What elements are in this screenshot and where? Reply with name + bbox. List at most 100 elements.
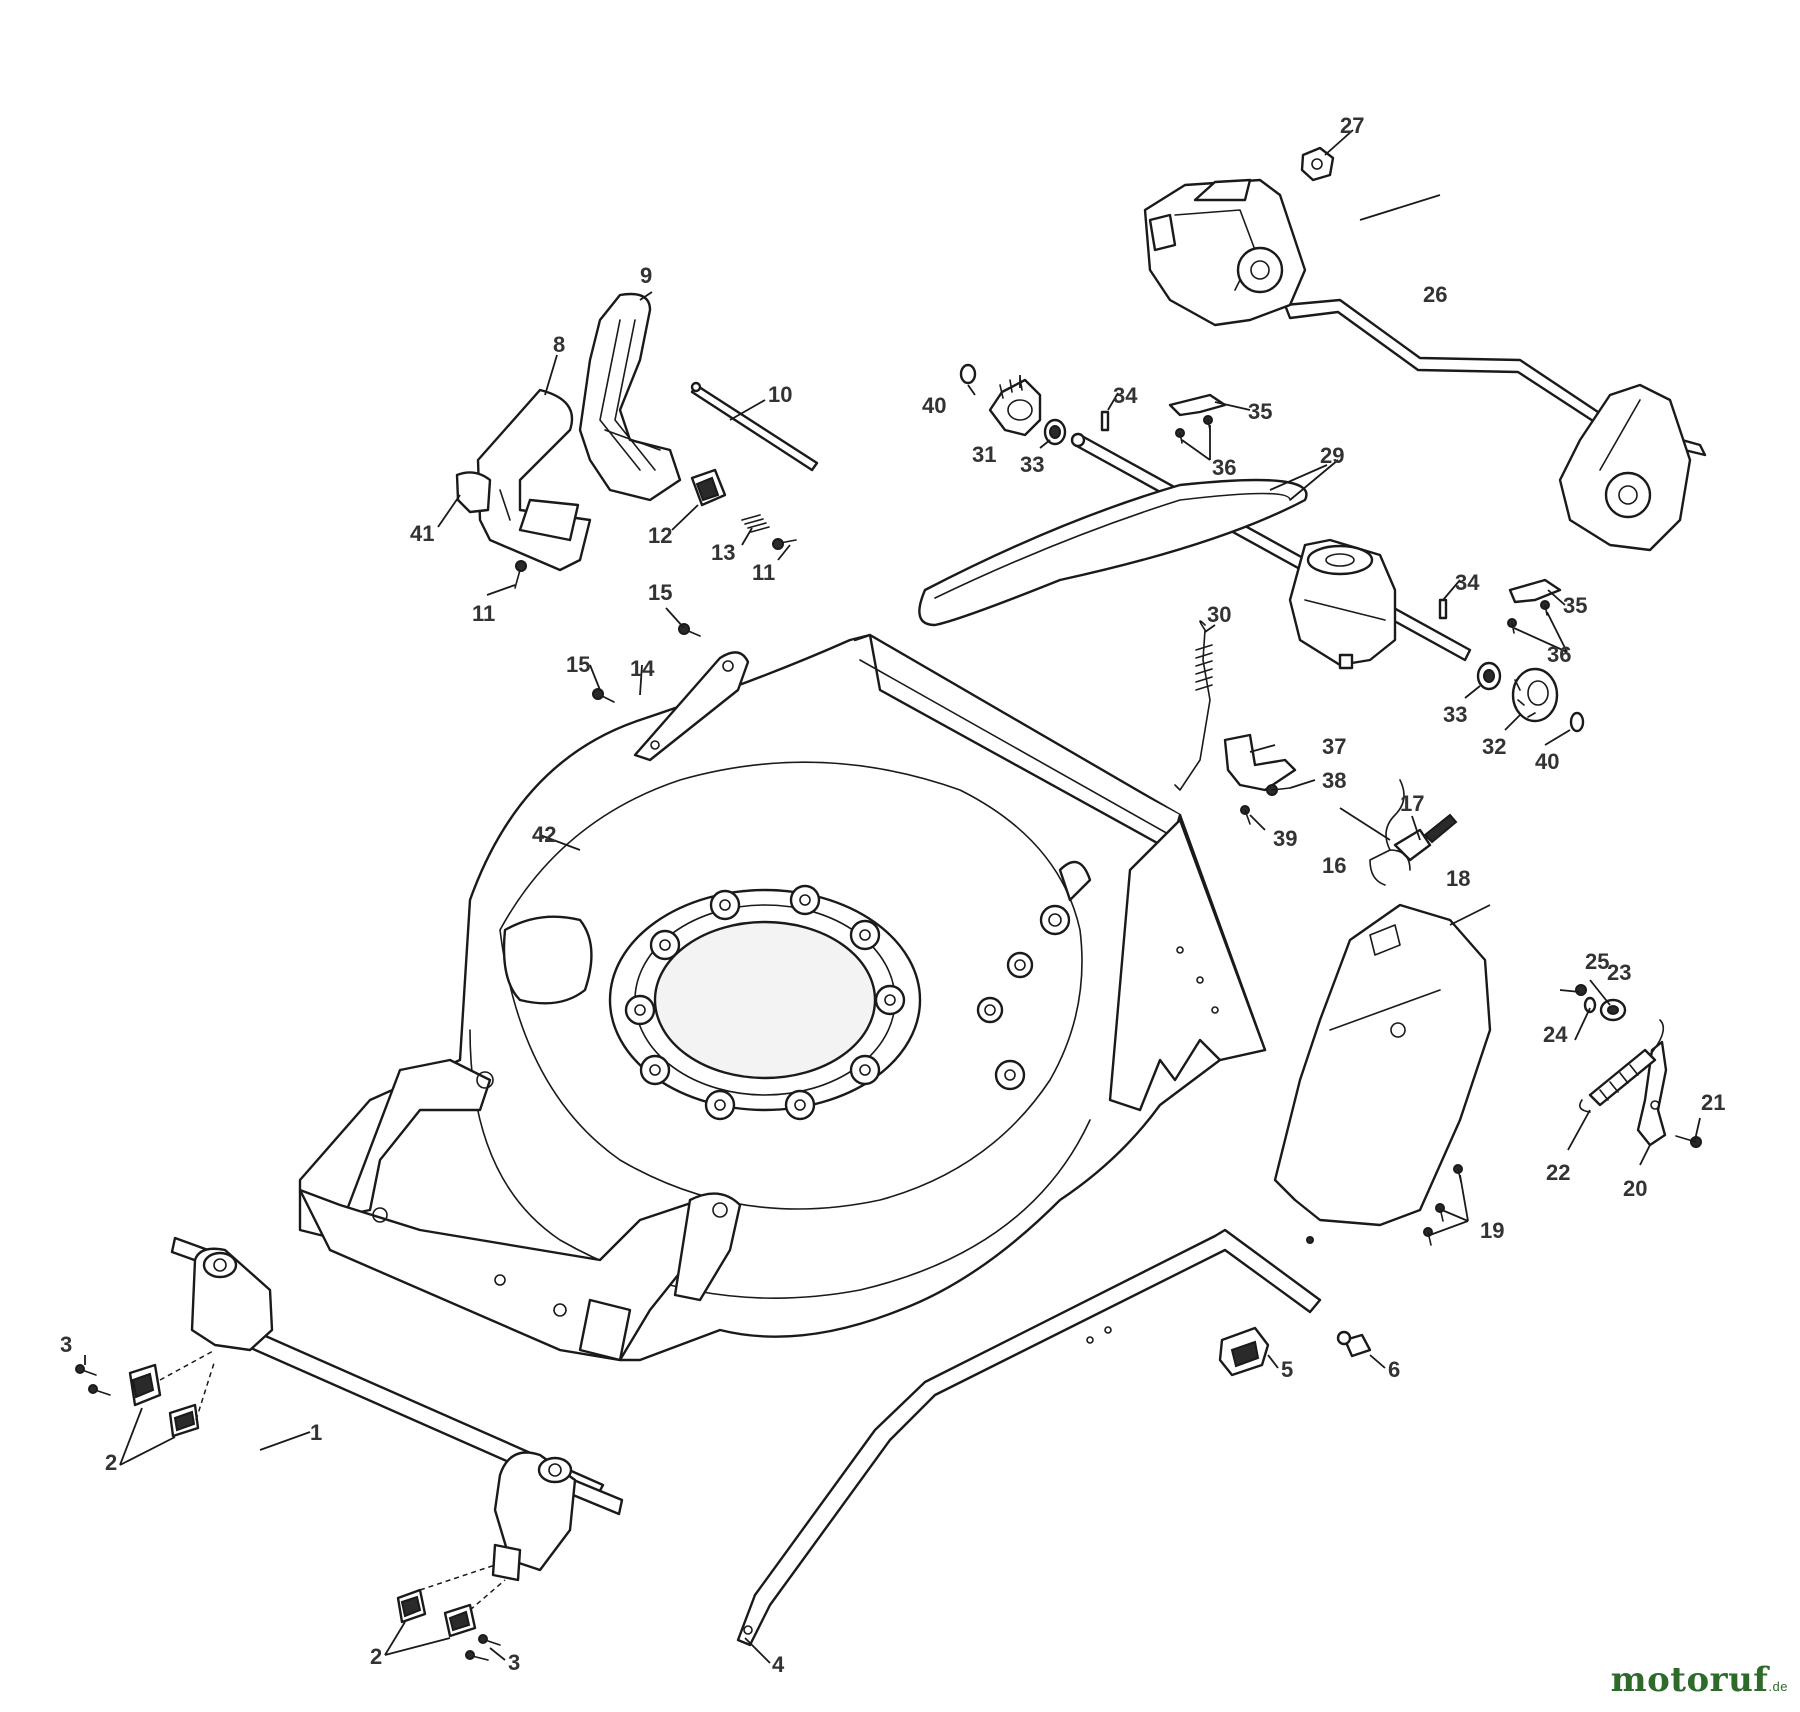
callout-24: 24 — [1543, 1022, 1568, 1047]
screw-part-11-right — [772, 538, 797, 550]
bracket-part-37 — [1223, 733, 1297, 792]
callout-22: 22 — [1546, 1160, 1570, 1185]
callout-11: 11 — [472, 601, 495, 626]
callout-39: 39 — [1273, 826, 1297, 851]
callout-31: 31 — [972, 442, 996, 467]
callout-10: 10 — [768, 382, 792, 407]
v-belt-part-29 — [918, 478, 1308, 627]
spring-part-30 — [1174, 620, 1213, 791]
screws-part-3-right — [465, 1634, 501, 1661]
knob-part-5 — [1218, 1326, 1270, 1377]
callout-3: 3 — [508, 1650, 520, 1675]
side-cover-part-18 — [1273, 903, 1492, 1244]
callout-36: 36 — [1212, 455, 1236, 480]
washer-part-40-upper — [959, 363, 977, 385]
callout-2: 2 — [370, 1644, 382, 1669]
screw-part-38 — [1266, 784, 1291, 796]
bearing-part-33-lower — [1476, 661, 1502, 691]
callout-40: 40 — [1535, 749, 1559, 774]
wheel-part-23 — [1599, 998, 1627, 1022]
callout-25: 25 — [1585, 949, 1609, 974]
callout-29: 29 — [1320, 443, 1344, 468]
callout-33: 33 — [1020, 452, 1044, 477]
bracket-part-20 — [1636, 1040, 1668, 1147]
callout-8: 8 — [553, 332, 565, 357]
callout-42: 42 — [532, 822, 556, 847]
callout-12: 12 — [648, 523, 672, 548]
brand-suffix: .de — [1768, 1679, 1788, 1694]
callout-26: 26 — [1423, 282, 1447, 307]
callout-30: 30 — [1207, 602, 1231, 627]
callout-38: 38 — [1322, 768, 1346, 793]
callout-34: 34 — [1455, 570, 1480, 595]
callout-33: 33 — [1443, 702, 1467, 727]
cap-part-41 — [455, 471, 492, 514]
washer-part-24 — [1583, 996, 1597, 1014]
leader-lines — [84, 129, 1701, 1664]
callout-11: 11 — [752, 560, 775, 585]
pin-part-34-lower — [1438, 598, 1448, 620]
brand-name: motoruf — [1610, 1660, 1769, 1700]
callout-35: 35 — [1563, 593, 1587, 618]
clips-part-2-left — [128, 1349, 216, 1438]
screw-part-15-upper — [678, 623, 701, 637]
pin-part-34-upper — [1100, 410, 1110, 432]
front-axle-part-1 — [170, 1236, 624, 1582]
nut-part-25 — [1575, 984, 1587, 996]
callout-5: 5 — [1281, 1357, 1293, 1382]
callout-34: 34 — [1113, 383, 1138, 408]
clip-part-35-upper — [1168, 393, 1227, 417]
callout-9: 9 — [640, 263, 652, 288]
nut-part-27 — [1300, 146, 1335, 182]
callout-21: 21 — [1701, 1090, 1725, 1115]
callout-15: 15 — [648, 580, 672, 605]
callout-27: 27 — [1340, 113, 1364, 138]
screws-part-36-upper — [1175, 415, 1213, 444]
gear-housing-part-26 — [1143, 178, 1307, 327]
mower-deck-part-42 — [298, 633, 1267, 1362]
bearing-part-33-upper — [1043, 418, 1067, 446]
clips-part-2-right — [396, 1564, 506, 1638]
wheel-bracket-part-26-right — [1558, 383, 1692, 552]
pinion-part-31 — [988, 377, 1042, 437]
callout-36: 36 — [1547, 642, 1571, 667]
knob-part-12 — [690, 468, 727, 507]
callout-37: 37 — [1322, 734, 1346, 759]
washer-part-40-lower — [1569, 711, 1585, 733]
callout-19: 19 — [1480, 1218, 1504, 1243]
callout-20: 20 — [1623, 1176, 1647, 1201]
gearbox-part-29 — [1288, 538, 1397, 670]
callout-17: 17 — [1400, 791, 1424, 816]
gear-part-32 — [1511, 667, 1559, 723]
brand-logo: motoruf.de — [1611, 1660, 1788, 1700]
callout-labels: 1 2 2 3 3 4 5 6 8 9 10 11 11 12 13 14 15… — [60, 113, 1725, 1677]
callout-35: 35 — [1248, 399, 1272, 424]
callout-3: 3 — [60, 1332, 72, 1357]
callout-13: 13 — [711, 540, 735, 565]
callout-18: 18 — [1446, 866, 1470, 891]
bushing-part-6 — [1336, 1330, 1372, 1358]
callout-14: 14 — [630, 656, 655, 681]
spring-part-13 — [741, 514, 770, 533]
lever-bar-part-4 — [736, 1228, 1322, 1647]
callout-41: 41 — [410, 521, 434, 546]
callout-15: 15 — [566, 652, 590, 677]
screw-part-21 — [1675, 1135, 1702, 1148]
screw-part-15-lower — [592, 688, 615, 703]
callout-16: 16 — [1322, 853, 1346, 878]
handle-lever-part-9 — [578, 292, 682, 502]
spring-part-22 — [1579, 1019, 1665, 1113]
screws-part-3-left — [75, 1364, 111, 1396]
rod-part-10 — [690, 381, 819, 472]
screws-part-19 — [1423, 1164, 1463, 1246]
callout-1: 1 — [310, 1420, 322, 1445]
bracket-plate-part-14 — [633, 651, 750, 762]
clip-part-35-lower — [1508, 578, 1562, 604]
screw-part-39 — [1240, 805, 1251, 825]
callout-4: 4 — [772, 1652, 785, 1677]
callout-32: 32 — [1482, 734, 1506, 759]
callout-2: 2 — [105, 1450, 117, 1475]
screw-part-11-left — [514, 560, 527, 589]
callout-23: 23 — [1607, 960, 1631, 985]
